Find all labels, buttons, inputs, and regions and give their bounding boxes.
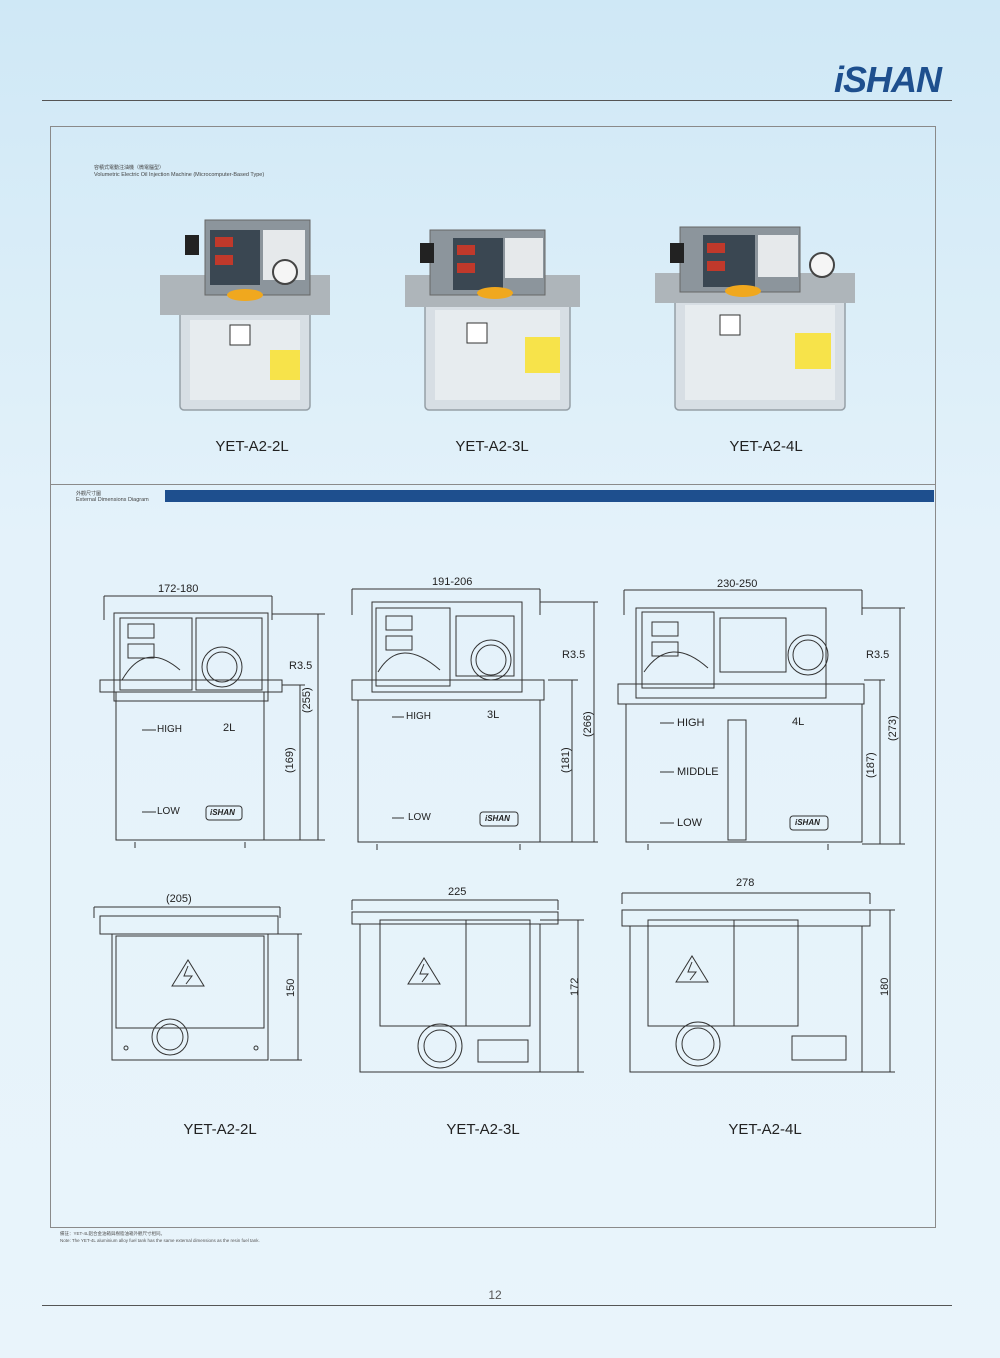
section-divider [50, 484, 935, 485]
dim-width-4l: 230-250 [717, 578, 758, 590]
capacity-2l: 2L [223, 722, 236, 734]
photo-label-2l: YET-A2-2L [215, 438, 289, 455]
content-frame [50, 126, 936, 1228]
level-low-2l: LOW [157, 806, 180, 817]
page-number: 12 [488, 1288, 502, 1302]
drawing-logo-4l: iSHAN [795, 818, 820, 827]
footer-rule [42, 1305, 952, 1306]
level-high-4l: HIGH [677, 717, 705, 729]
product-photo-2l [160, 215, 330, 420]
section1-title-en: Volumetric Electric Oil Injection Machin… [94, 172, 265, 178]
dim-total-height-2l: (255) [301, 687, 313, 713]
capacity-4l: 4L [792, 716, 805, 728]
dim-tank-height-3l: (181) [560, 747, 572, 773]
section2-title-en: External Dimensions Diagram [76, 497, 149, 503]
dim-total-height-3l: (266) [582, 711, 594, 737]
level-high-2l: HIGH [157, 724, 182, 735]
radius-2l: R3.5 [289, 660, 313, 672]
photo-label-3l: YET-A2-3L [455, 438, 529, 455]
drawing-logo-2l: iSHAN [210, 808, 235, 817]
dim-width-2l: 172-180 [158, 583, 199, 595]
top-width-3l: 225 [448, 886, 467, 898]
radius-4l: R3.5 [866, 649, 890, 661]
note-en: Note: The YET-4L aluminium alloy fuel ta… [60, 1238, 260, 1243]
section2-title-cn: 外觀尺寸圖 [76, 491, 102, 497]
level-low-3l: LOW [408, 812, 431, 823]
header-rule [42, 100, 952, 101]
top-depth-4l: 180 [879, 977, 891, 996]
drawing-label-4l: YET-A2-4L [728, 1121, 802, 1138]
top-width-2l: (205) [166, 893, 192, 905]
dim-tank-height-2l: (169) [284, 747, 296, 773]
section1-title-cn: 容積式電動注油機（微電腦型） [94, 165, 165, 171]
radius-3l: R3.5 [562, 649, 586, 661]
top-width-4l: 278 [736, 877, 755, 889]
product-photo-3l [405, 225, 580, 425]
capacity-3l: 3L [487, 709, 500, 721]
photo-label-4l: YET-A2-4L [729, 438, 803, 455]
brand-logo: iSHAN [832, 58, 954, 100]
drawing-label-2l: YET-A2-2L [183, 1121, 257, 1138]
drawing-logo-3l: iSHAN [485, 814, 510, 823]
level-middle-4l: MIDDLE [677, 766, 719, 778]
dim-tank-height-4l: (187) [865, 752, 877, 778]
dim-width-3l: 191-206 [432, 576, 473, 588]
level-high-3l: HIGH [406, 711, 431, 722]
note-cn: 備註：YET-4L鋁合金油箱與樹脂油箱外觀尺寸相同。 [60, 1231, 166, 1236]
top-depth-2l: 150 [285, 978, 297, 997]
brand-logo-text: iSHAN [834, 59, 943, 98]
drawing-label-3l: YET-A2-3L [446, 1121, 520, 1138]
top-views-drawing [93, 892, 895, 1073]
product-photo-4l [655, 225, 855, 420]
top-depth-3l: 172 [569, 977, 581, 996]
front-views-drawing [99, 588, 905, 850]
section2-accent-bar [165, 490, 934, 502]
dim-total-height-4l: (273) [887, 715, 899, 741]
level-low-4l: LOW [677, 817, 703, 829]
